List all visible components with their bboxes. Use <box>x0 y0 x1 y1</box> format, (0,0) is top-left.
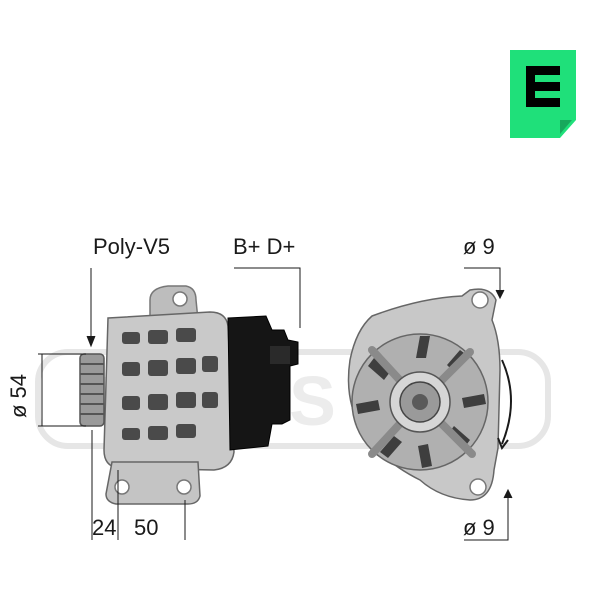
connector-plug <box>227 315 299 451</box>
label-dim-left: 24 <box>92 515 117 540</box>
label-pulley: Poly-V5 <box>93 234 171 259</box>
rotation-arrow <box>501 359 512 445</box>
label-terminals: B+ D+ <box>233 234 296 259</box>
label-mount-bottom: ø 9 <box>463 515 495 540</box>
label-dim-right: 50 <box>134 515 159 540</box>
label-pulley-diameter: ø 54 <box>6 373 31 418</box>
label-mount-top: ø 9 <box>463 234 495 259</box>
pulley <box>79 353 105 427</box>
era-e-logo-icon <box>510 50 576 138</box>
